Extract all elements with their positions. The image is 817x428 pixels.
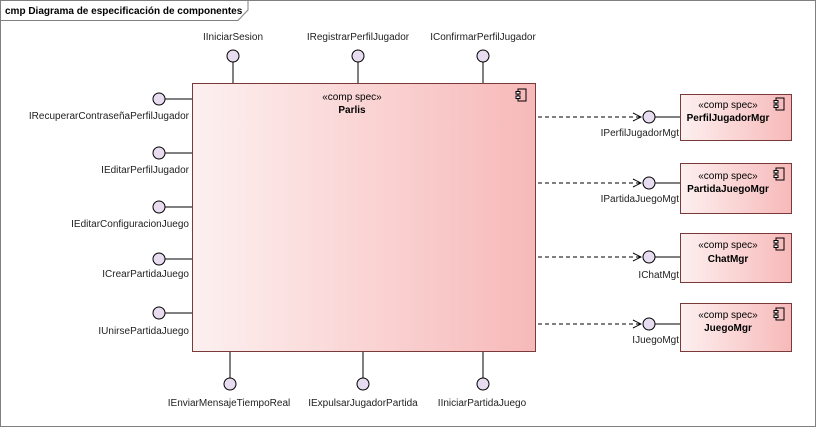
manager-perfiljugadormgr: IPerfilJugadorMgt «comp spec» PerfilJuga… — [538, 94, 792, 141]
lollipop-iregistrarperfiljugador[interactable] — [351, 49, 365, 63]
label-ienviarmensajetiemporeal: IEnviarMensajeTiempoReal — [168, 398, 290, 409]
label-irecuperarcontrasena: IRecuperarContraseñaPerfilJugador — [29, 111, 190, 122]
manager-juegomgr: IJuegoMgt «comp spec» JuegoMgr — [538, 303, 792, 352]
lollipop-ieditarconfiguracionjuego[interactable] — [152, 200, 166, 214]
component-juegomgr[interactable] — [680, 303, 792, 352]
lollipop-iconfirmarperfiljugador[interactable] — [476, 49, 490, 63]
lollipop-ipartidajuegomgt[interactable] — [642, 176, 656, 190]
component-parlis-stereotype: «comp spec» — [322, 92, 382, 103]
label-ipartidajuegomgt: IPartidaJuegoMgt — [601, 194, 680, 205]
component-perfiljugadormgr-name: PerfilJugadorMgr — [687, 113, 770, 124]
component-partidajuegomgr-name: PartidaJuegoMgr — [687, 184, 769, 195]
component-chatmgr-stereotype: «comp spec» — [698, 240, 758, 251]
label-iunirsepartidajuego: IUnirsePartidaJuego — [98, 326, 189, 337]
label-ieditarperfiljugador: IEditarPerfilJugador — [101, 165, 189, 176]
lollipop-irecuperarcontrasena[interactable] — [152, 92, 166, 106]
component-juegomgr-stereotype: «comp spec» — [698, 310, 758, 321]
lollipop-ijuegomgt[interactable] — [642, 317, 656, 331]
component-perfiljugadormgr-stereotype: «comp spec» — [698, 100, 758, 111]
component-parlis-name: Parlis — [338, 105, 366, 116]
component-parlis[interactable] — [192, 83, 536, 352]
label-icrearpartidajuego: ICrearPartidaJuego — [102, 269, 189, 280]
lollipop-ienviarmensajetiemporeal[interactable] — [223, 377, 237, 391]
diagram-title: cmp Diagrama de especificación de compon… — [5, 6, 243, 17]
component-partidajuegomgr[interactable] — [680, 163, 792, 214]
component-juegomgr-name: JuegoMgr — [704, 323, 752, 334]
component-chatmgr-name: ChatMgr — [708, 254, 749, 265]
component-partidajuegomgr-stereotype: «comp spec» — [698, 171, 758, 182]
label-iperfiljugadormgt: IPerfilJugadorMgt — [601, 128, 680, 139]
lollipop-iiniciarsesion[interactable] — [226, 49, 240, 63]
label-ichatmgt: IChatMgt — [638, 270, 679, 281]
lollipop-icrearpartidajuego[interactable] — [152, 252, 166, 266]
bottom-interfaces: IEnviarMensajeTiempoReal IExpulsarJugado… — [168, 352, 527, 409]
label-ijuegomgt: IJuegoMgt — [632, 335, 679, 346]
component-chatmgr[interactable] — [680, 233, 792, 283]
component-perfiljugadormgr[interactable] — [680, 94, 792, 141]
label-ieditarconfiguracionjuego: IEditarConfiguracionJuego — [71, 219, 189, 230]
label-iregistrarperfiljugador: IRegistrarPerfilJugador — [307, 32, 410, 43]
top-interfaces: IIniciarSesion IRegistrarPerfilJugador I… — [203, 32, 536, 83]
lollipop-ichatmgt[interactable] — [642, 250, 656, 264]
lollipop-iunirsepartidajuego[interactable] — [152, 306, 166, 320]
lollipop-iexpulsarjugadorpartida[interactable] — [356, 377, 370, 391]
lollipop-iperfiljugadormgt[interactable] — [642, 110, 656, 124]
label-iiniciarsesion: IIniciarSesion — [203, 32, 263, 43]
left-interfaces: IRecuperarContraseñaPerfilJugador IEdita… — [29, 92, 192, 337]
lollipop-ieditarperfiljugador[interactable] — [152, 146, 166, 160]
manager-chatmgr: IChatMgt «comp spec» ChatMgr — [538, 233, 792, 283]
label-iexpulsarjugadorpartida: IExpulsarJugadorPartida — [308, 398, 418, 409]
lollipop-iiniciarpartidajuego[interactable] — [476, 377, 490, 391]
manager-partidajuegomgr: IPartidaJuegoMgt «comp spec» PartidaJueg… — [538, 163, 792, 214]
label-iiniciarpartidajuego: IIniciarPartidaJuego — [438, 398, 527, 409]
diagram-title-tab — [0, 0, 249, 21]
label-iconfirmarperfiljugador: IConfirmarPerfilJugador — [430, 32, 536, 43]
